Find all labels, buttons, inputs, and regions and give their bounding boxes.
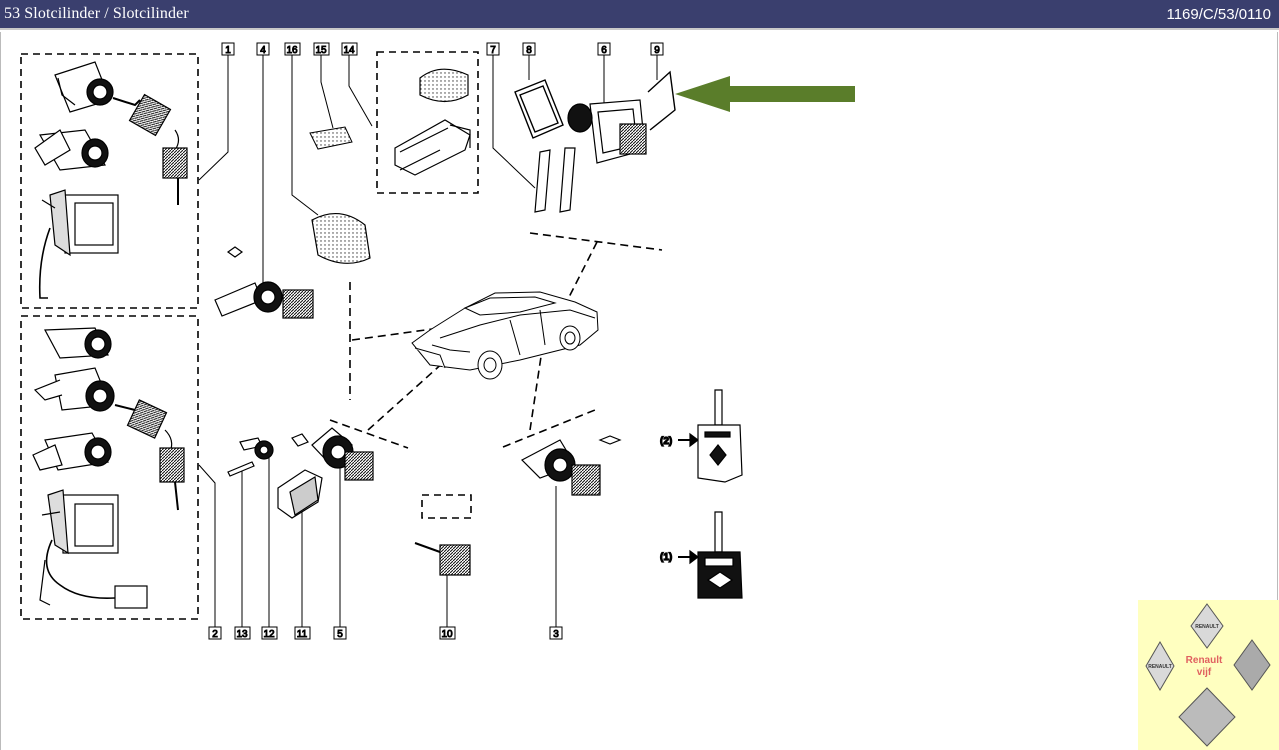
key-type-2: (2) xyxy=(659,389,743,483)
svg-text:9: 9 xyxy=(654,45,660,56)
callout-11[interactable]: 11 xyxy=(294,626,311,641)
callout-8[interactable]: 8 xyxy=(522,42,536,57)
svg-text:11: 11 xyxy=(297,629,308,640)
svg-text:8: 8 xyxy=(526,45,532,56)
svg-text:5: 5 xyxy=(337,629,343,640)
callout-13[interactable]: 13 xyxy=(234,626,251,641)
part-13-pin xyxy=(227,461,255,477)
callout-16[interactable]: 16 xyxy=(284,42,301,57)
part-3-door-lock xyxy=(520,435,622,496)
svg-text:7: 7 xyxy=(490,45,496,56)
title-bar: 53 Slotcilinder / Slotcilinder 1169/C/53… xyxy=(0,0,1279,30)
highlight-arrow xyxy=(675,76,855,112)
part-16-cover xyxy=(311,213,371,264)
diagram-code: 1169/C/53/0110 xyxy=(1166,6,1271,23)
logo-line-1: Renault xyxy=(1186,655,1223,666)
part-14-module xyxy=(394,68,471,176)
callout-6[interactable]: 6 xyxy=(597,42,611,57)
page-title: 53 Slotcilinder / Slotcilinder xyxy=(4,5,189,22)
part-6-tailgate-lock xyxy=(567,99,647,164)
callout-7[interactable]: 7 xyxy=(486,42,500,57)
svg-text:6: 6 xyxy=(601,45,607,56)
leader-lines xyxy=(198,55,658,627)
svg-text:(1): (1) xyxy=(660,552,672,563)
key-type-1: (1) xyxy=(659,511,743,599)
callout-1[interactable]: 1 xyxy=(221,42,235,57)
callout-9[interactable]: 9 xyxy=(650,42,664,57)
part-12-cap xyxy=(239,437,274,460)
callout-15[interactable]: 15 xyxy=(313,42,330,57)
renault-diamond-icon xyxy=(1190,603,1224,649)
car-illustration xyxy=(411,291,599,380)
callout-5[interactable]: 5 xyxy=(333,626,347,641)
part-11-cover xyxy=(277,469,323,519)
part-9-clip xyxy=(647,70,676,131)
renault-diamond-icon xyxy=(1178,687,1236,747)
lock-cylinder-set-2 xyxy=(32,327,185,609)
part-15-clip xyxy=(309,126,353,150)
svg-text:1: 1 xyxy=(225,45,231,56)
logo-line-2: vijf xyxy=(1197,667,1212,678)
part-7-pull-rod xyxy=(534,147,576,213)
svg-text:4: 4 xyxy=(260,45,266,56)
svg-text:(2): (2) xyxy=(660,436,672,447)
group-box-1 xyxy=(20,53,199,309)
group-box-10 xyxy=(421,494,472,519)
svg-text:13: 13 xyxy=(236,629,248,640)
group-box-2 xyxy=(20,315,199,620)
callout-10[interactable]: 10 xyxy=(439,626,456,641)
callout-2[interactable]: 2 xyxy=(208,626,222,641)
svg-text:15: 15 xyxy=(315,45,327,56)
renault-vijf-logo: RENAULT RENAULT Renault vijf xyxy=(1138,600,1279,750)
svg-text:RENAULT: RENAULT xyxy=(1195,624,1219,630)
svg-text:RENAULT: RENAULT xyxy=(1148,664,1172,670)
callout-4[interactable]: 4 xyxy=(256,42,270,57)
svg-text:10: 10 xyxy=(441,629,453,640)
svg-text:14: 14 xyxy=(343,45,355,56)
diagram-frame xyxy=(0,32,1278,750)
group-box-14 xyxy=(376,51,479,194)
callout-12[interactable]: 12 xyxy=(261,626,278,641)
svg-text:16: 16 xyxy=(286,45,298,56)
part-5-door-lock xyxy=(291,427,374,481)
part-8-gasket xyxy=(514,79,564,139)
callout-3[interactable]: 3 xyxy=(549,626,563,641)
callout-14[interactable]: 14 xyxy=(341,42,358,57)
svg-text:2: 2 xyxy=(212,629,218,640)
svg-text:3: 3 xyxy=(553,629,559,640)
part-10-key xyxy=(414,542,471,576)
renault-diamond-icon xyxy=(1233,639,1271,691)
part-4-door-lock xyxy=(214,246,314,319)
svg-text:12: 12 xyxy=(263,629,275,640)
renault-diamond-icon xyxy=(1145,641,1175,691)
lock-cylinder-set-1 xyxy=(34,61,188,299)
